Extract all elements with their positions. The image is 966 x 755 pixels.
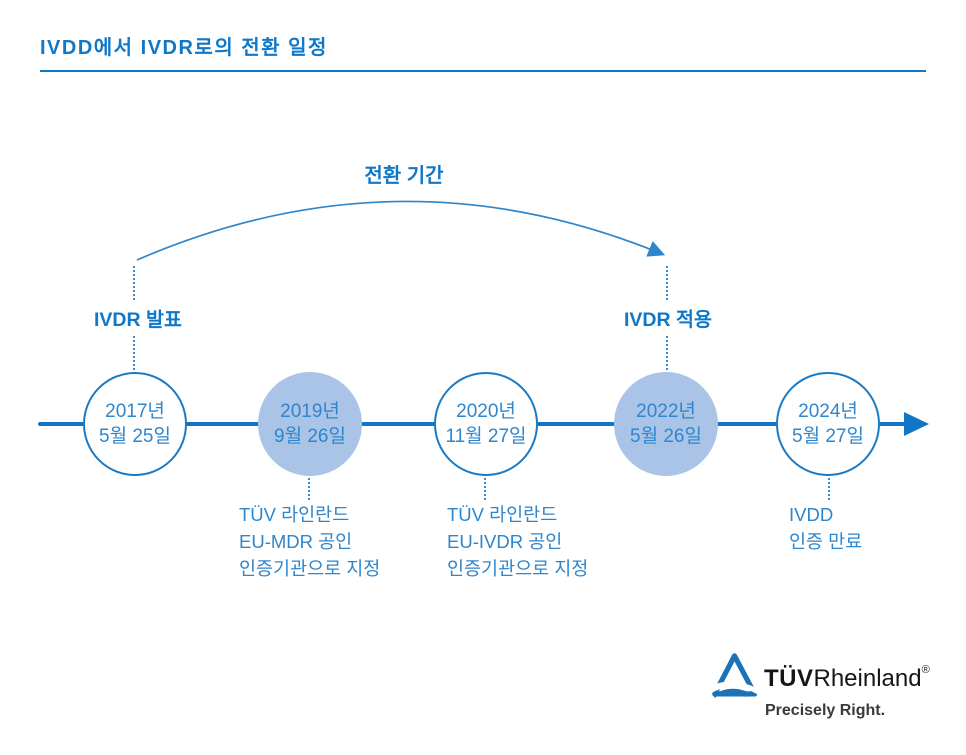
- event-day: 5월 25일: [99, 426, 171, 447]
- registered-mark: ®: [921, 664, 930, 676]
- event-year: 2020년: [456, 401, 516, 422]
- event-day: 9월 26일: [274, 426, 346, 447]
- ivdr-announce-label: IVDR 발표: [94, 309, 182, 331]
- note-ivdd-expiry: IVDD 인증 만료: [789, 501, 862, 555]
- dotted-connector-apply-top: [666, 266, 668, 300]
- dotted-connector-note-2024: [828, 478, 830, 500]
- dotted-connector-note-2019: [308, 478, 310, 500]
- note-line: 인증기관으로 지정: [447, 558, 589, 579]
- event-day: 11월 27일: [445, 426, 527, 447]
- transition-period-label: 전환 기간: [364, 165, 444, 187]
- note-eu-mdr: TÜV 라인란드 EU-MDR 공인 인증기관으로 지정: [239, 501, 380, 582]
- timeline-arrowhead-icon: [904, 412, 929, 436]
- timeline-event-2024: 2024년 5월 27일: [776, 372, 880, 476]
- title-divider: [40, 70, 926, 72]
- timeline-event-2019: 2019년 9월 26일: [258, 372, 362, 476]
- note-line: TÜV 라인란드: [239, 504, 350, 525]
- timeline-event-2017: 2017년 5월 25일: [83, 372, 187, 476]
- note-line: EU-MDR 공인: [239, 531, 353, 552]
- event-year: 2024년: [798, 401, 858, 422]
- note-line: 인증 만료: [789, 531, 863, 552]
- event-year: 2019년: [280, 401, 340, 422]
- timeline-event-2022: 2022년 5월 26일: [614, 372, 718, 476]
- page-title: IVDD에서 IVDR로의 전환 일정: [40, 37, 328, 59]
- wordmark-rheinland: Rheinland: [813, 665, 922, 692]
- wordmark-tuv: TÜV: [764, 665, 814, 692]
- dotted-connector-announce-bottom: [133, 336, 135, 370]
- event-year: 2017년: [105, 401, 165, 422]
- event-day: 5월 26일: [630, 426, 702, 447]
- event-year: 2022년: [636, 401, 696, 422]
- note-line: TÜV 라인란드: [447, 504, 558, 525]
- note-line: EU-IVDR 공인: [447, 531, 563, 552]
- note-eu-ivdr: TÜV 라인란드 EU-IVDR 공인 인증기관으로 지정: [447, 501, 588, 582]
- dotted-connector-note-2020: [484, 478, 486, 500]
- dotted-connector-apply-bottom: [666, 336, 668, 370]
- tuv-rheinland-wordmark: TÜVRheinland®: [764, 664, 930, 693]
- note-line: IVDD: [789, 504, 834, 525]
- dotted-connector-announce-top: [133, 266, 135, 300]
- transition-arc: [136, 200, 666, 261]
- ivdr-apply-label: IVDR 적용: [624, 309, 712, 331]
- timeline-event-2020: 2020년 11월 27일: [434, 372, 538, 476]
- logo-tagline: Precisely Right.: [765, 702, 886, 719]
- tuv-rheinland-triangle-icon: [711, 653, 758, 699]
- note-line: 인증기관으로 지정: [239, 558, 381, 579]
- event-day: 5월 27일: [792, 426, 864, 447]
